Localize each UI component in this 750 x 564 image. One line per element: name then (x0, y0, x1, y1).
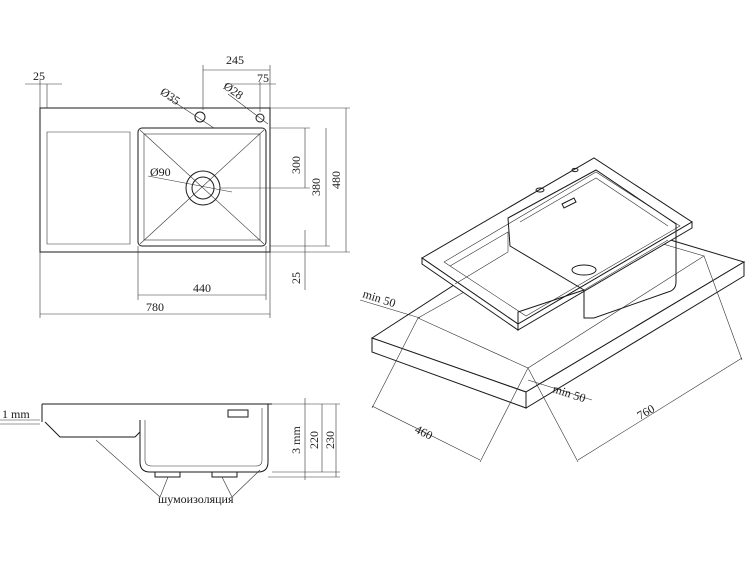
dim-300: 300 (289, 156, 303, 174)
dim-460: 460 (413, 422, 435, 442)
iso-overflow-hole-icon (571, 167, 579, 173)
dim-75: 75 (257, 71, 269, 85)
iso-view: min 50 min 50 460 760 (359, 157, 746, 463)
plan-view: 25 245 75 Ø35 Ø28 Ø90 300 380 480 (25, 53, 350, 318)
drainboard-outline (46, 131, 131, 245)
dim-480: 480 (329, 171, 343, 189)
section-view: шумоизоляция 1 mm 3 mm 220 230 (0, 398, 340, 506)
insulation-label: шумоизоляция (158, 492, 234, 506)
dim-d90: Ø90 (150, 165, 171, 179)
overflow-slot-icon (227, 409, 249, 418)
dim-760: 760 (635, 401, 658, 422)
dim-3mm: 3 mm (289, 426, 303, 454)
iso-drain (571, 264, 597, 276)
bowl-profile (139, 404, 269, 473)
dim-25-top: 25 (33, 69, 45, 83)
min50-left: min 50 (361, 287, 397, 311)
dim-d28: Ø28 (221, 79, 246, 102)
dim-780: 780 (146, 300, 164, 314)
faucet-hole-icon (194, 111, 206, 123)
dim-440: 440 (193, 281, 211, 295)
bowl-inner (143, 133, 261, 241)
dim-d35: Ø35 (158, 85, 183, 108)
sink-top-plate (41, 403, 272, 422)
dim-245: 245 (226, 53, 244, 67)
bowl-outline (137, 127, 267, 247)
iso-faucet-hole-icon (535, 187, 545, 193)
dim-25-side: 25 (289, 272, 303, 284)
dim-380: 380 (309, 178, 323, 196)
drain-inner (191, 176, 215, 200)
dim-230: 230 (323, 431, 337, 449)
min50-right: min 50 (551, 382, 587, 406)
overflow-hole-icon (255, 113, 265, 123)
dim-1mm: 1 mm (2, 407, 30, 421)
dim-220: 220 (307, 431, 321, 449)
sink-outline (39, 107, 271, 253)
